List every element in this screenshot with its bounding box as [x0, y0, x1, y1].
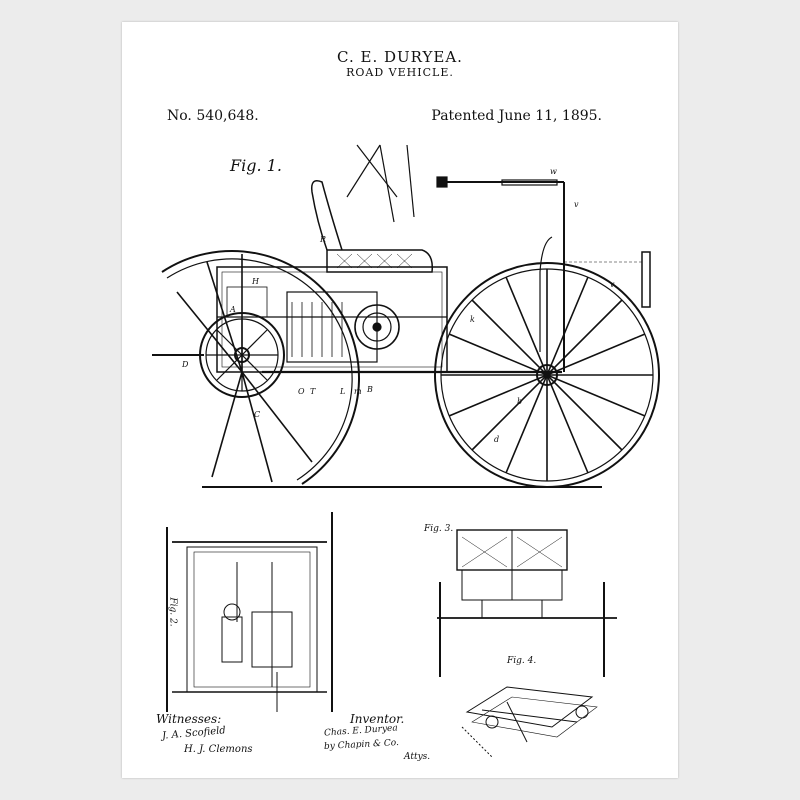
- svg-text:L: L: [339, 387, 345, 396]
- fig4-label: Fig. 4.: [507, 656, 537, 666]
- patent-date: Patented June 11, 1895.: [431, 108, 602, 124]
- inventor-label: Inventor.: [350, 712, 405, 726]
- witnesses-label: Witnesses:: [156, 712, 222, 726]
- reference-letters: D C Bd b v v w k R T L m O H A: [181, 167, 615, 444]
- svg-text:m: m: [354, 387, 362, 396]
- svg-text:O: O: [298, 387, 305, 396]
- rear-wheel: [161, 249, 360, 485]
- engine: [226, 286, 400, 363]
- front-wheel: [434, 262, 660, 488]
- svg-text:w: w: [550, 167, 557, 176]
- tiller: [436, 176, 651, 372]
- attys-label: Attys.: [404, 752, 431, 762]
- svg-text:T: T: [310, 387, 316, 396]
- seat: [310, 144, 434, 273]
- fig1-label: Fig. 1.: [230, 156, 282, 175]
- inventor-name: C. E. DURYEA.: [337, 48, 463, 66]
- patent-drawing: D C Bd b v v w k R T L m O H A: [152, 144, 660, 758]
- fig2-label: Fig. 2.: [167, 597, 178, 627]
- svg-text:A: A: [229, 305, 236, 314]
- svg-text:v: v: [574, 200, 579, 209]
- svg-text:B: B: [366, 385, 373, 394]
- svg-text:H: H: [251, 277, 260, 286]
- patent-sheet: C. E. DURYEA. ROAD VEHICLE. No. 540,648.…: [122, 22, 678, 778]
- patent-title: ROAD VEHICLE.: [346, 66, 454, 79]
- svg-text:d: d: [494, 435, 499, 444]
- svg-text:k: k: [470, 315, 475, 324]
- drive-wheel: [152, 312, 285, 398]
- fig4-mechanism: [461, 686, 598, 758]
- svg-text:C: C: [254, 410, 260, 419]
- svg-text:b: b: [517, 397, 522, 406]
- svg-text:D: D: [181, 360, 189, 369]
- svg-text:R: R: [319, 235, 326, 244]
- fig2-plan-view: [166, 512, 333, 712]
- fig3-rear-view: [437, 529, 617, 677]
- witness-signature-2: H. J. Clemons: [184, 744, 253, 755]
- patent-number: No. 540,648.: [167, 108, 259, 124]
- fig3-label: Fig. 3.: [424, 524, 454, 534]
- svg-text:v: v: [610, 280, 615, 289]
